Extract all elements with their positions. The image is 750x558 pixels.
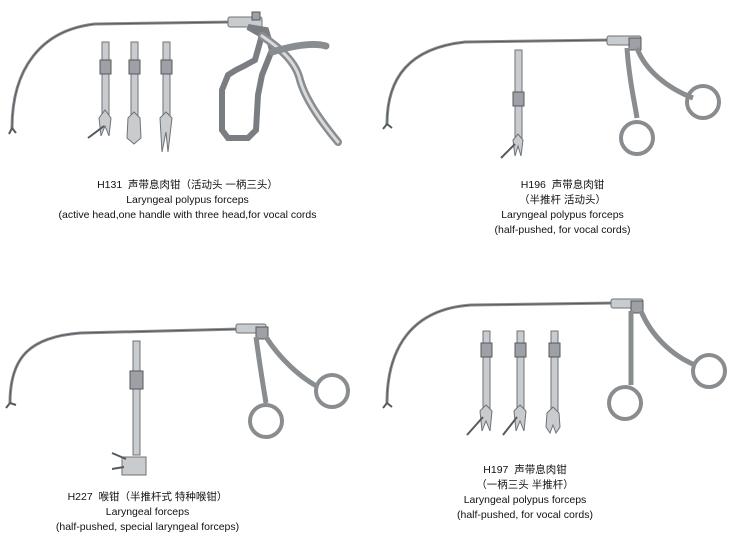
h196-name-cn: 声带息肉钳 bbox=[551, 179, 605, 191]
product-h227: H227 喉钳（半推杆式 特种喉钳） Laryngeal forceps (ha… bbox=[0, 279, 375, 558]
h197-name-cn2: （一柄三头 半推杆） bbox=[476, 479, 574, 491]
h227-caption: H227 喉钳（半推杆式 特种喉钳） Laryngeal forceps (ha… bbox=[0, 490, 295, 535]
h196-name-en: Laryngeal polypus forceps bbox=[501, 209, 624, 221]
h197-name-en: Laryngeal polypus forceps bbox=[463, 494, 587, 506]
product-h196: H196 声带息肉钳 （半推杆 活动头） Laryngeal polypus f… bbox=[375, 0, 750, 279]
h196-name-cn2: （半推杆 活动头） bbox=[519, 194, 606, 206]
h197-code: H197 bbox=[483, 464, 509, 476]
h197-note: (half-pushed, for vocal cords) bbox=[457, 509, 593, 521]
h196-note: (half-pushed, for vocal cords) bbox=[494, 224, 631, 236]
h196-forceps-image bbox=[382, 35, 721, 159]
h131-note: (active head,one handle with three head,… bbox=[58, 209, 317, 221]
h197-forceps-image bbox=[382, 298, 727, 436]
h227-note: (half-pushed, special laryngeal forceps) bbox=[55, 521, 240, 533]
h131-code: H131 bbox=[97, 179, 123, 191]
h196-code: H196 bbox=[520, 179, 546, 191]
product-h131: H131 声带息肉钳（活动头 一柄三头） Laryngeal polypus f… bbox=[0, 0, 375, 279]
h131-name-cn: 声带息肉钳（活动头 一柄三头） bbox=[128, 179, 278, 191]
h196-caption: H196 声带息肉钳 （半推杆 活动头） Laryngeal polypus f… bbox=[375, 178, 750, 238]
h197-caption: H197 声带息肉钳 （一柄三头 半推杆） Laryngeal polypus … bbox=[375, 463, 675, 523]
h227-code: H227 bbox=[67, 491, 93, 503]
h131-forceps-image bbox=[8, 11, 342, 153]
h227-name-cn: 喉钳（半推杆式 特种喉钳） bbox=[98, 491, 228, 503]
h131-name-en: Laryngeal polypus forceps bbox=[126, 194, 249, 206]
product-h197: H197 声带息肉钳 （一柄三头 半推杆） Laryngeal polypus … bbox=[375, 279, 750, 558]
h131-caption: H131 声带息肉钳（活动头 一柄三头） Laryngeal polypus f… bbox=[0, 178, 375, 223]
h227-name-en: Laryngeal forceps bbox=[105, 506, 190, 518]
h227-forceps-image bbox=[5, 323, 350, 476]
h197-name-cn: 声带息肉钳 bbox=[514, 464, 567, 476]
